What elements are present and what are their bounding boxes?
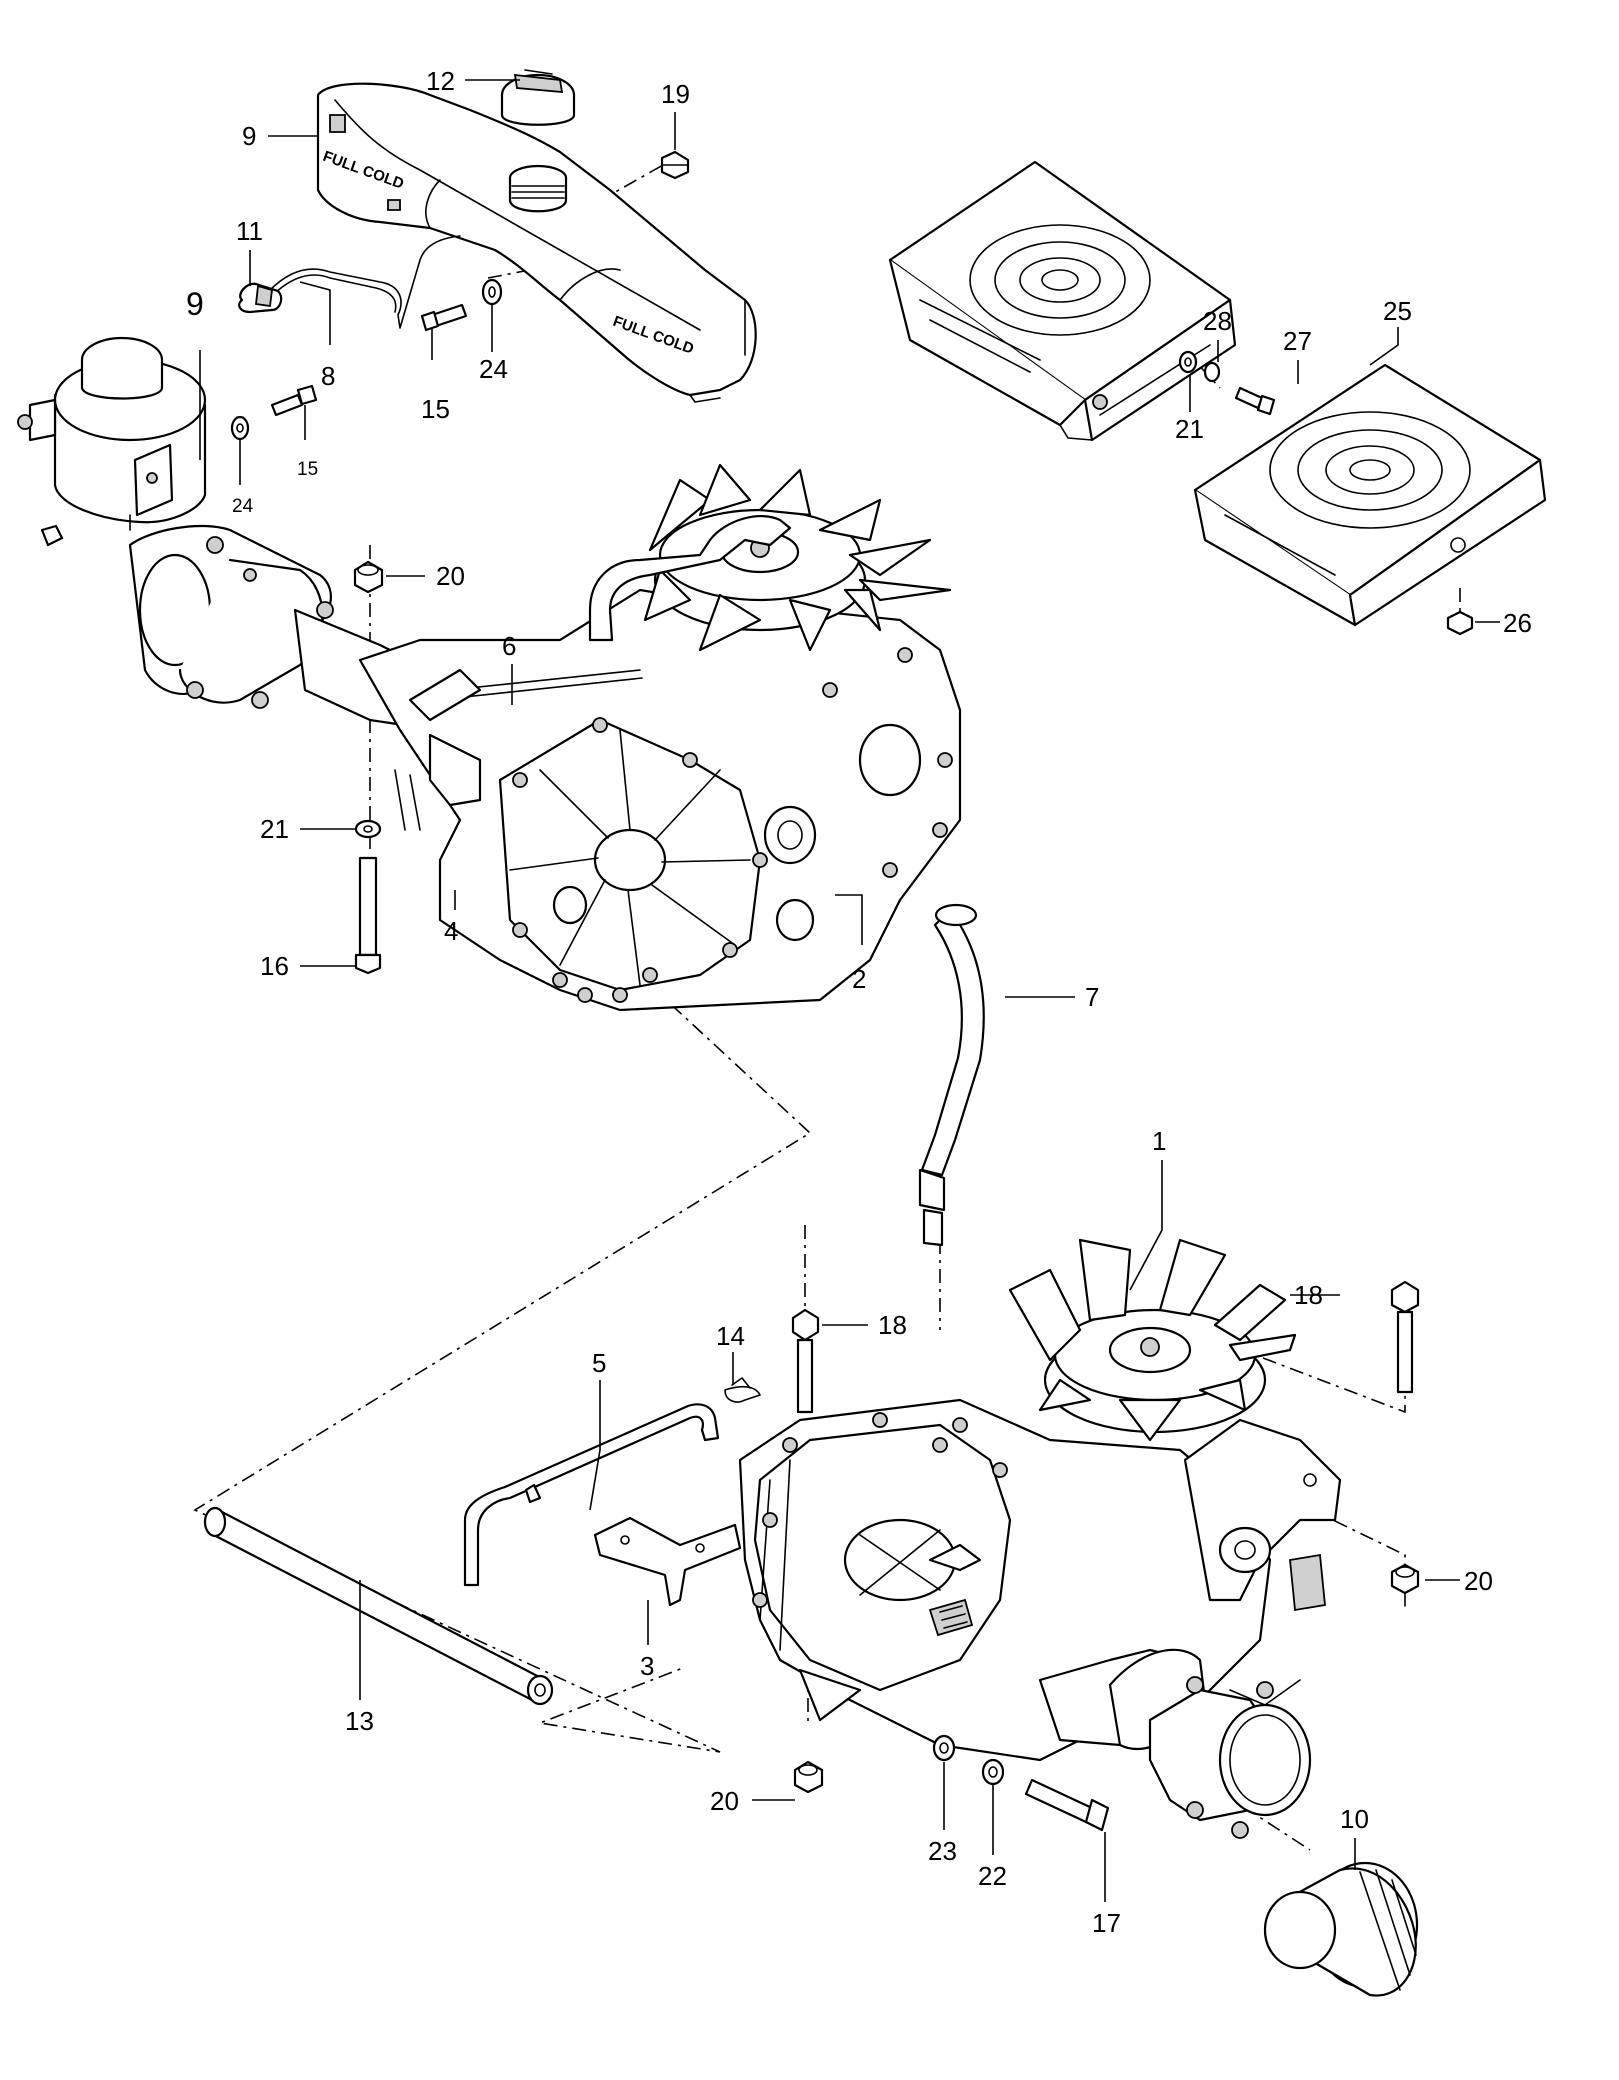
washer-28 [1203,361,1221,383]
callout-labels: 12 9 19 11 8 15 24 9 15 24 20 6 21 16 4 … [186,66,1532,1938]
nut-20-right [1390,1563,1420,1595]
callout-15-lower: 15 [297,459,318,480]
callout-2: 2 [852,964,866,994]
callout-18-left: 18 [878,1310,907,1340]
callout-18-right: 18 [1294,1280,1323,1310]
callout-1: 1 [1152,1126,1166,1156]
callout-22: 22 [978,1861,1007,1891]
bracket-3 [593,1516,742,1607]
upper-transaxle [128,463,962,1012]
callout-13: 13 [345,1706,374,1736]
washer-24-lower [230,415,250,441]
nut-26 [1446,610,1474,636]
callout-5: 5 [592,1348,606,1378]
callout-8: 8 [321,361,335,391]
bolt-17 [1024,1778,1110,1832]
callout-3: 3 [640,1651,654,1681]
callout-23: 23 [928,1836,957,1866]
heat-shield-25 [1193,363,1547,627]
bolt-27 [1234,386,1276,416]
bolt-16 [354,856,382,975]
bolt-15-upper [420,303,468,332]
washer-21-left [354,819,382,839]
callout-24-upper: 24 [479,354,508,384]
tank-neck [508,164,568,213]
callout-27: 27 [1283,326,1312,356]
heat-shield-upper [888,160,1237,442]
washer-23 [932,1734,956,1762]
callout-15-upper: 15 [421,394,450,424]
washer-22 [981,1758,1005,1786]
callout-17: 17 [1092,1908,1121,1938]
reservoir [17,336,207,547]
nut-20-lower [793,1760,824,1794]
callout-14: 14 [716,1321,745,1351]
callout-16: 16 [260,951,289,981]
washer-21-upper [1178,350,1198,374]
tank-cap [500,69,576,126]
oil-filter-10 [1263,1861,1419,1997]
sleeve-13 [203,1506,554,1706]
callout-6: 6 [502,631,516,661]
callout-9-reservoir: 9 [186,286,204,322]
leader-lines [199,79,1500,1902]
hose-7 [918,903,985,1247]
callout-19: 19 [661,79,690,109]
clip-14 [724,1377,761,1403]
bolt-18-right [1390,1280,1420,1394]
callout-26: 26 [1503,608,1532,638]
callout-20-upper: 20 [436,561,465,591]
nut-20-upper [353,560,384,594]
washer-24-upper [481,278,503,306]
expansion-tank: FULL COLD FULL COLD [316,82,757,403]
callout-7: 7 [1085,982,1099,1012]
callout-20-lower: 20 [710,1786,739,1816]
callout-4: 4 [444,916,458,946]
tank-hose [269,235,461,329]
bolt-15-lower [270,384,318,417]
callout-10: 10 [1340,1804,1369,1834]
callout-21-left: 21 [260,814,289,844]
callout-9-tank: 9 [242,121,256,151]
lower-transaxle [738,1238,1342,1839]
nut-19 [660,150,690,180]
callout-20-right: 20 [1464,1566,1493,1596]
callout-11: 11 [236,216,263,246]
callout-25: 25 [1383,296,1412,326]
callout-12: 12 [426,66,455,96]
callout-24-lower: 24 [232,496,254,517]
callout-28: 28 [1203,306,1232,336]
callout-21-upper: 21 [1175,414,1204,444]
fitting-11 [238,282,283,314]
bolt-18-left [791,1308,820,1414]
tube-5 [463,1403,720,1587]
